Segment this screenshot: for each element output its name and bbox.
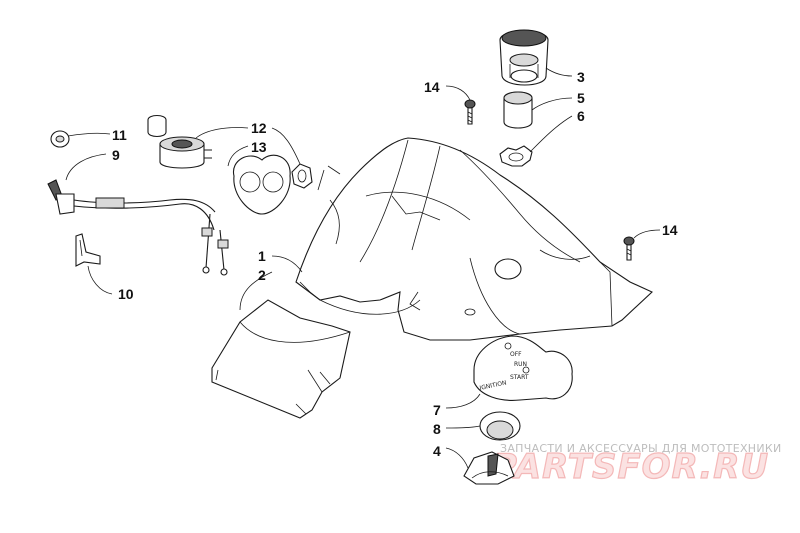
callout-6: 6 <box>577 108 585 124</box>
part-6-star-washer <box>499 145 533 167</box>
part-9-harness <box>47 179 229 276</box>
part-14-screw-right <box>623 236 635 261</box>
part-8-ignition-bezel <box>479 411 521 441</box>
callout-9: 9 <box>112 147 120 163</box>
callout-3: 3 <box>577 69 585 85</box>
callout-1: 1 <box>258 248 266 264</box>
watermark-subtitle: ЗАПЧАСТИ И АКСЕССУАРЫ ДЛЯ МОТОТЕХНИКИ <box>500 442 782 455</box>
watermark-logo: PARTSFOR.RU <box>492 447 769 487</box>
callout-4: 4 <box>433 443 441 459</box>
switch-label-start: START <box>510 374 529 381</box>
callout-14-top: 14 <box>424 79 440 95</box>
callout-11: 11 <box>112 127 127 143</box>
part-13-gasket <box>233 154 291 215</box>
part-2-lower-panel <box>211 299 351 419</box>
callout-5: 5 <box>577 90 585 106</box>
callout-2: 2 <box>258 267 266 283</box>
part-3-switch-body <box>499 29 549 86</box>
switch-label-run: RUN <box>514 361 527 368</box>
leader-lines <box>65 67 661 469</box>
part-14-screw-top <box>464 99 476 125</box>
callout-numbers: 1 2 3 4 5 6 7 8 9 10 11 12 13 14 14 <box>112 69 678 459</box>
switch-label-off: OFF <box>510 351 522 358</box>
part-12-socket <box>147 114 212 169</box>
part-1-console <box>295 137 653 341</box>
callout-14-right: 14 <box>662 222 678 238</box>
part-10-lever <box>75 233 101 267</box>
watermark: ЗАПЧАСТИ И АКСЕССУАРЫ ДЛЯ МОТОТЕХНИКИ PA… <box>491 442 782 488</box>
hex-nut <box>291 163 313 189</box>
callout-12: 12 <box>251 120 267 136</box>
callout-13: 13 <box>251 139 267 155</box>
part-5-bushing <box>503 91 533 129</box>
part-4-key <box>463 451 515 485</box>
callout-7: 7 <box>433 402 441 418</box>
part-7-switch-plate: OFF RUN START IGNITION <box>473 335 573 401</box>
callout-10: 10 <box>118 286 134 302</box>
callout-8: 8 <box>433 421 441 437</box>
part-11-grommet <box>50 130 70 148</box>
